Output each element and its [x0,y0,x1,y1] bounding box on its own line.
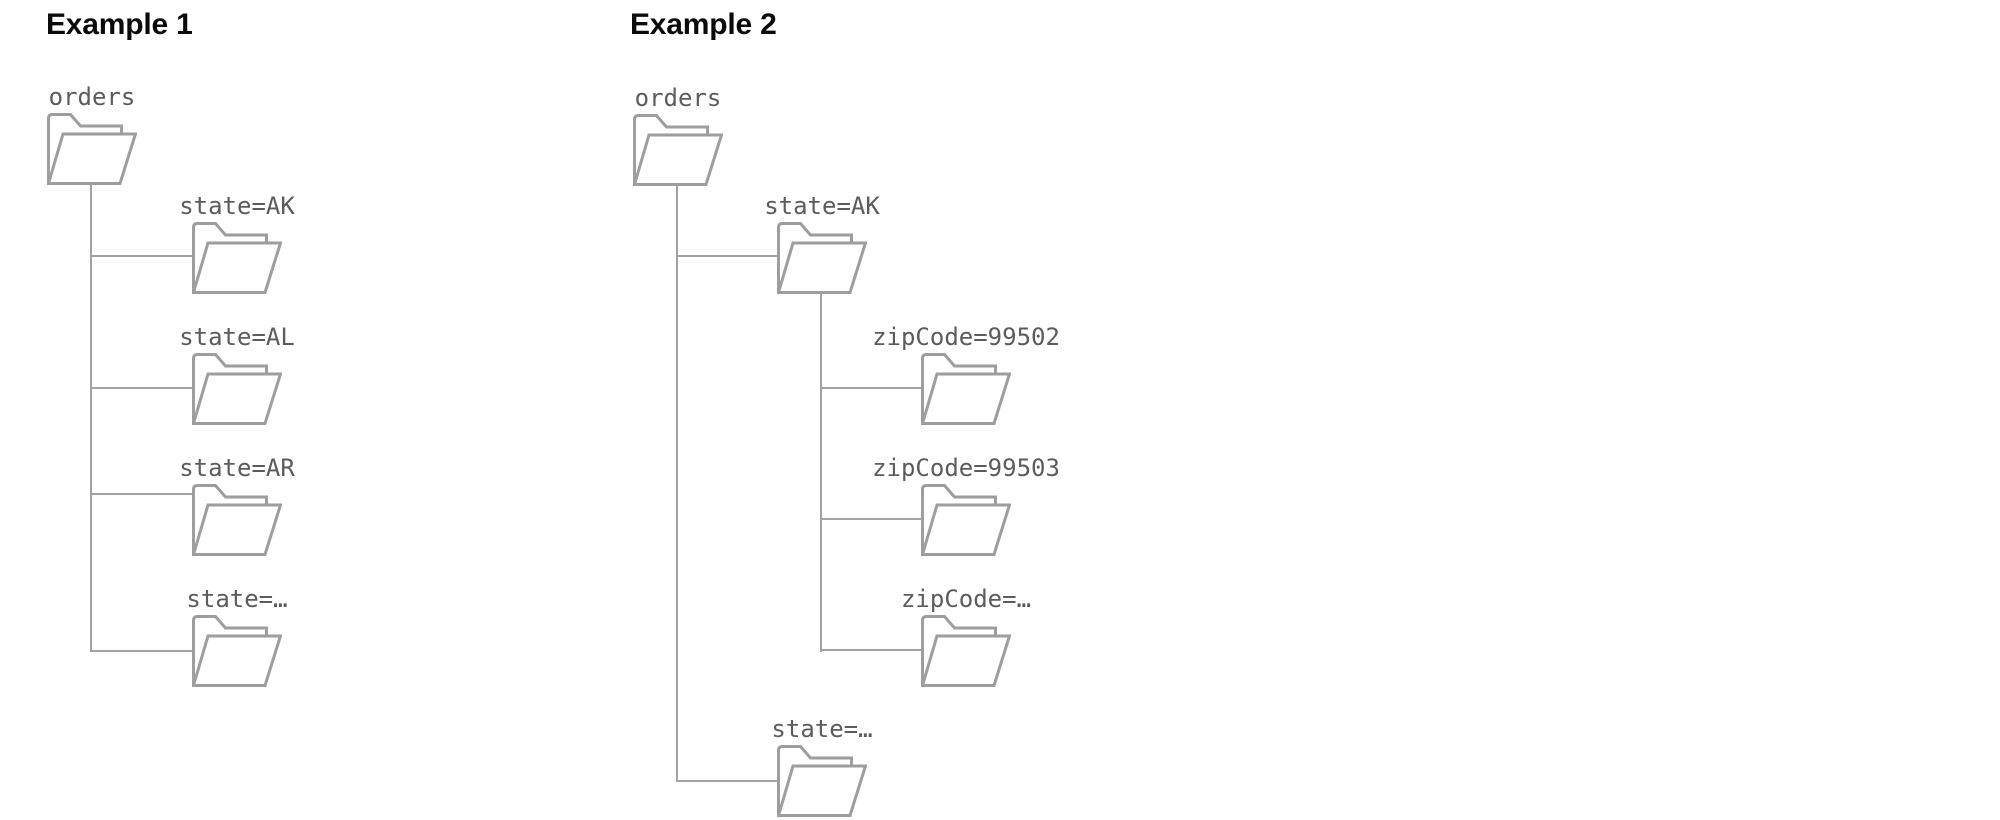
tree-node-state-ak: state=AK [179,193,295,294]
folder-open-icon [777,745,867,817]
folder-open-icon [921,353,1011,425]
folder-label: state=AR [179,454,295,482]
tree-node-state-etc: state=… [771,716,873,817]
folder-open-icon [192,222,282,294]
folder-label: state=AK [764,192,880,220]
folder-label: state=… [186,585,288,613]
tree-node-state-etc: state=… [186,586,288,687]
folder-label: state=… [771,715,873,743]
folder-label: orders [48,83,136,111]
folder-label: zipCode=99503 [872,454,1060,482]
tree-connector-branch [90,387,194,389]
example-1-title: Example 1 [46,8,193,41]
folder-open-icon [777,222,867,294]
folder-open-icon [47,113,137,185]
tree-node-state-al: state=AL [179,324,295,425]
folder-label: state=AK [179,192,295,220]
tree-connector-branch [820,387,923,389]
tree-connector-branch [676,255,779,257]
folder-open-icon [633,114,723,186]
folder-open-icon [192,615,282,687]
folder-label: orders [634,84,722,112]
folder-label: zipCode=99502 [872,323,1060,351]
tree-node-state-ar: state=AR [179,455,295,556]
tree-connector-branch [90,255,194,257]
tree-node-orders: orders [633,85,723,186]
tree-node-orders: orders [47,84,137,185]
tree-connector-branch [820,649,923,651]
tree-connector-branch [90,650,194,652]
folder-label: state=AL [179,323,295,351]
tree-connector-branch [90,493,194,495]
folder-open-icon [192,484,282,556]
tree-node-zipcode-etc: zipCode=… [901,586,1031,687]
tree-connector-branch [676,780,779,782]
tree-connector-trunk [90,183,92,652]
folder-open-icon [921,484,1011,556]
folder-open-icon [192,353,282,425]
folder-label: zipCode=… [900,585,1032,613]
tree-node-zipcode-99502: zipCode=99502 [872,324,1060,425]
tree-connector-subtrunk [820,291,822,652]
tree-connector-trunk [676,184,678,782]
folder-open-icon [921,615,1011,687]
tree-node-state-ak: state=AK [764,193,880,294]
tree-connector-branch [820,518,923,520]
example-2-title: Example 2 [630,8,777,41]
tree-node-zipcode-99503: zipCode=99503 [872,455,1060,556]
